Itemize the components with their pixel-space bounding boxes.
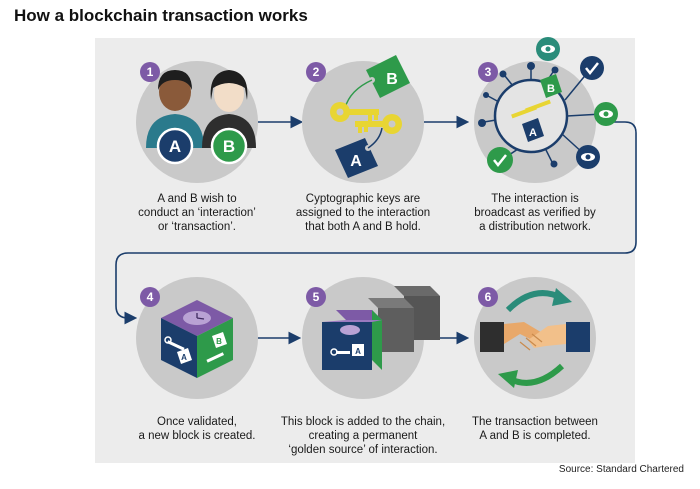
caption-line: that both A and B hold. (305, 221, 421, 233)
svg-text:B: B (386, 71, 398, 88)
caption-line: This block is added to the chain, (280, 416, 446, 428)
caption-line: or ‘transaction’. (158, 221, 236, 233)
svg-text:A: A (529, 127, 537, 139)
svg-text:B: B (223, 137, 235, 156)
block-chain-icon: A (322, 286, 440, 370)
caption-line: creating a permanent (308, 430, 418, 442)
step-1-caption: A and B wish to conduct an ‘interaction’… (107, 192, 287, 234)
svg-text:2: 2 (313, 65, 320, 79)
svg-text:5: 5 (313, 290, 320, 304)
svg-text:4: 4 (147, 290, 154, 304)
svg-text:6: 6 (485, 290, 492, 304)
new-block-cube-icon: A B (161, 300, 233, 378)
step-3-badge: 3 (478, 62, 498, 82)
step-6-badge: 6 (478, 287, 498, 307)
eye-icon-right (594, 102, 618, 126)
step-4-caption: Once validated, a new block is created. (107, 415, 287, 443)
step-1-badge: 1 (140, 62, 160, 82)
step-4-badge: 4 (140, 287, 160, 307)
step-2-badge: 2 (306, 62, 326, 82)
check-icon-top-right (580, 56, 604, 80)
caption-line: broadcast as verified by (474, 207, 596, 219)
person-a-icon: A (146, 70, 204, 165)
network-hub-icon: B A (478, 62, 603, 168)
svg-text:A: A (169, 137, 181, 156)
source-credit: Source: Standard Chartered (558, 464, 684, 475)
curved-arrow-top-icon (505, 288, 572, 313)
caption-line: A and B is completed. (479, 430, 591, 442)
svg-text:1: 1 (147, 65, 154, 79)
svg-text:A: A (181, 353, 187, 362)
yellow-key-icon-1 (330, 102, 379, 122)
person-b-icon: B (202, 70, 256, 165)
key-tag-a-icon: A (335, 127, 383, 178)
caption-line: a new block is created. (138, 430, 256, 442)
svg-text:A: A (355, 347, 361, 356)
step-5-caption: This block is added to the chain, creati… (273, 415, 453, 457)
caption-line: assigned to the interaction (295, 207, 431, 219)
caption-line: The transaction between (472, 416, 598, 428)
eye-icon-top (536, 37, 560, 61)
arrow-3-to-4 (115, 121, 637, 325)
caption-line: conduct an ‘interaction’ (138, 207, 256, 219)
caption-line: The interaction is (491, 193, 579, 205)
eye-icon-bottom-right (576, 145, 600, 169)
svg-text:B: B (547, 83, 555, 95)
caption-line: a distribution network. (479, 221, 591, 233)
yellow-key-icon-2 (355, 114, 402, 134)
handshake-icon (480, 322, 590, 352)
check-icon-bottom-left (487, 147, 513, 173)
step-5-badge: 5 (306, 287, 326, 307)
step-2-caption: Cyptographic keys are assigned to the in… (273, 192, 453, 234)
caption-line: ‘golden source’ of interaction. (288, 444, 438, 456)
svg-text:A: A (350, 153, 362, 170)
caption-line: Cyptographic keys are (305, 193, 421, 205)
caption-line: Once validated, (157, 416, 237, 428)
curved-arrow-bottom-icon (498, 363, 565, 388)
svg-text:3: 3 (485, 65, 492, 79)
step-6-caption: The transaction between A and B is compl… (445, 415, 625, 443)
svg-text:B: B (216, 337, 222, 346)
page-title: How a blockchain transaction works (14, 6, 308, 25)
step-3-caption: The interaction is broadcast as verified… (445, 192, 625, 234)
caption-line: A and B wish to (157, 193, 237, 205)
